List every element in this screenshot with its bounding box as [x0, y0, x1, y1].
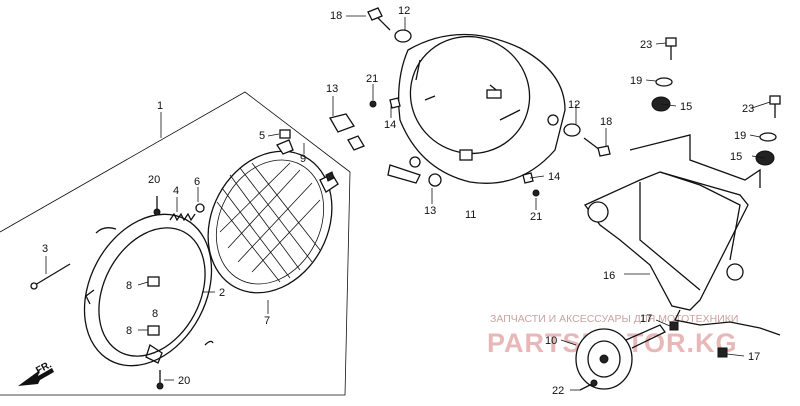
clip-5 [279, 129, 291, 139]
callout-15-upper: 15 [680, 101, 692, 113]
callout-3: 3 [42, 243, 48, 255]
callout-6: 6 [194, 176, 200, 188]
nut-6 [195, 203, 205, 213]
collar-12-upper [394, 29, 412, 43]
callout-13-upper: 13 [326, 83, 338, 95]
bolt-23-lower [769, 95, 781, 118]
callout-10: 10 [545, 335, 557, 347]
callout-19-lower: 19 [734, 130, 746, 142]
rim-clip-lower [147, 325, 160, 336]
callout-17-lower: 17 [748, 351, 760, 363]
callout-4: 4 [173, 185, 179, 197]
grommet-14-upper [389, 97, 401, 109]
rim-clip-upper [147, 276, 160, 287]
callout-7: 7 [264, 315, 270, 327]
callout-1: 1 [157, 100, 163, 112]
screw-21-upper [369, 100, 377, 108]
front-direction-label: FR. [34, 359, 54, 376]
screw-21-lower [532, 189, 540, 197]
callout-14-lower: 14 [548, 171, 560, 183]
callout-20-lower: 20 [178, 375, 190, 387]
headlight-rim [83, 213, 214, 367]
clip-9 [276, 139, 294, 155]
horn [575, 324, 666, 390]
callouts: 1 2 3 4 5 6 7 8 8 8 9 10 11 12 12 13 13 … [42, 5, 760, 397]
grommet-14-lower [522, 172, 534, 184]
callout-8-lower: 8 [126, 325, 132, 337]
washer-19-lower [759, 132, 777, 142]
callout-8-upper: 8 [126, 280, 132, 292]
connector-13-upper [329, 113, 365, 151]
callout-9: 9 [300, 153, 306, 165]
washer-19-upper [655, 77, 673, 87]
spring-4 [169, 212, 196, 222]
callout-18-lower: 18 [600, 116, 612, 128]
headlight-stay [583, 134, 781, 336]
bolt-20-upper [153, 196, 161, 216]
callout-23-upper: 23 [640, 39, 652, 51]
callout-11: 11 [465, 209, 476, 221]
assembly-outline [0, 91, 351, 396]
leader-lines [45, 15, 771, 391]
callout-21-lower: 21 [530, 211, 542, 223]
bolt-20-lower [156, 370, 164, 390]
watermark-caption: ЗАПЧАСТИ И АКСЕССУАРЫ ДЛЯ МОТОТЕХНИКИ [490, 313, 738, 325]
callout-17-upper: 17 [640, 313, 652, 325]
callout-2: 2 [219, 287, 225, 299]
callout-12-upper: 12 [398, 5, 410, 17]
callout-20-upper: 20 [148, 174, 160, 186]
callout-21-upper: 21 [366, 73, 378, 85]
callout-23-lower: 23 [742, 103, 754, 115]
callout-5: 5 [259, 130, 265, 142]
callout-14-upper: 14 [384, 119, 396, 131]
callout-12-lower: 12 [568, 99, 580, 111]
collar-12-lower [563, 123, 581, 137]
callout-22: 22 [552, 385, 564, 397]
callout-8-middle: 8 [152, 308, 158, 320]
connector-13-lower [387, 164, 442, 187]
bolt-18-upper [367, 7, 391, 31]
bolt-17-upper [669, 321, 679, 331]
headlight-case [398, 33, 566, 184]
front-direction-arrow: FR. [18, 359, 54, 386]
bolt-18-lower [583, 137, 611, 157]
callout-13-lower: 13 [424, 205, 436, 217]
headlight-lens-unit [207, 150, 339, 294]
callout-19-upper: 19 [630, 75, 642, 87]
callout-15-lower: 15 [730, 151, 742, 163]
callout-16: 16 [603, 270, 615, 282]
screw-3 [30, 263, 71, 290]
callout-18-upper: 18 [330, 10, 342, 22]
bolt-23-upper [665, 37, 677, 60]
bolt-22 [579, 379, 598, 391]
nut-17-lower [717, 347, 728, 358]
